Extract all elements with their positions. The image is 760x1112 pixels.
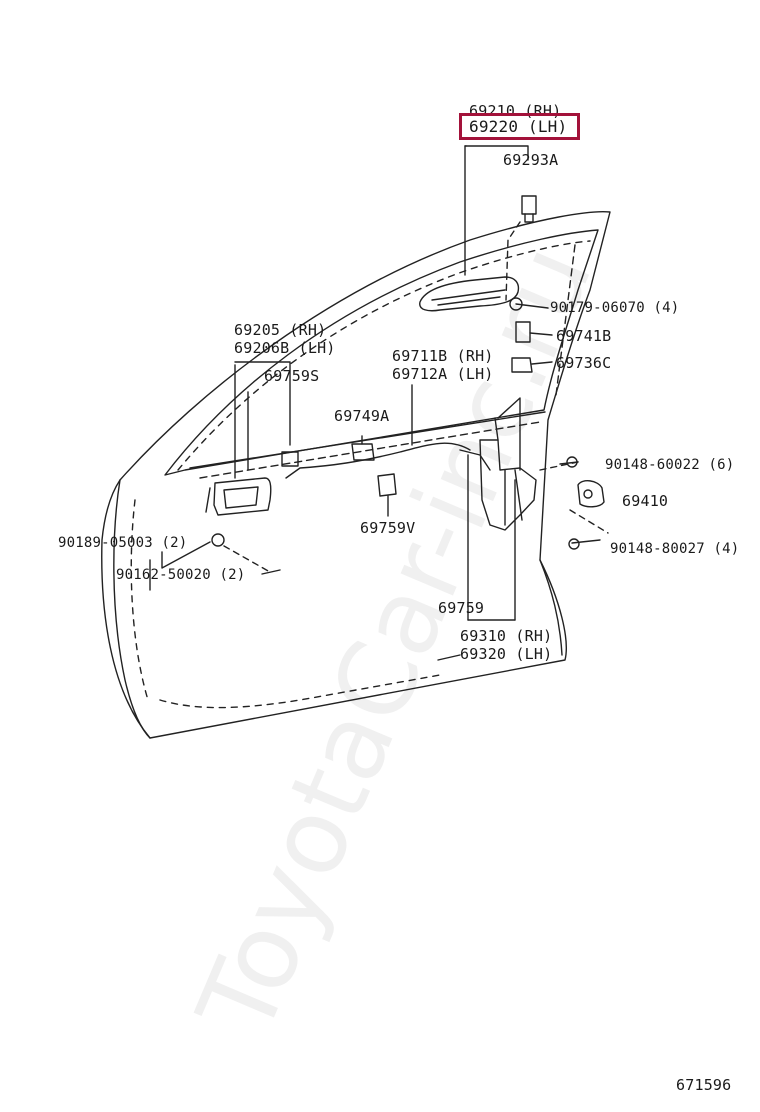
selected-part-highlight [459, 113, 580, 140]
part-label-69736c[interactable]: 69736C [556, 354, 612, 372]
inside-handle [213, 477, 272, 516]
outside-handle [419, 276, 520, 312]
lock-cable [285, 442, 471, 479]
part-label-69741b[interactable]: 69741B [556, 327, 612, 345]
part-label-69310-rh[interactable]: 69310 (RH) [460, 627, 553, 645]
door-lock-assembly [479, 439, 537, 531]
part-label-69759s[interactable]: 69759S [264, 367, 320, 385]
part-label-69293a[interactable]: 69293A [503, 151, 559, 169]
part-label-69749a[interactable]: 69749A [334, 407, 390, 425]
part-label-69759[interactable]: 69759 [438, 599, 485, 617]
part-label-90148-60022[interactable]: 90148-60022 (6) [605, 457, 735, 473]
door-outer-frame [101, 211, 611, 739]
part-label-90148-80027[interactable]: 90148-80027 (4) [610, 541, 740, 557]
part-label-69320-lh[interactable]: 69320 (LH) [460, 645, 553, 663]
striker [577, 480, 605, 508]
part-label-69205-rh[interactable]: 69205 (RH) [234, 321, 327, 339]
part-label-69711b-rh[interactable]: 69711B (RH) [392, 347, 494, 365]
part-label-69759v[interactable]: 69759V [360, 519, 416, 537]
part-label-90189-05003[interactable]: 90189-05003 (2) [58, 535, 188, 551]
part-label-69410[interactable]: 69410 [622, 492, 669, 510]
part-label-69220-lh[interactable]: 69220 (LH) [469, 117, 568, 136]
part-label-69712a-lh[interactable]: 69712A (LH) [392, 365, 494, 383]
window-frame [164, 229, 599, 476]
diagram-number: 671596 [676, 1076, 732, 1094]
part-label-69206b-lh[interactable]: 69206B (LH) [234, 339, 336, 357]
part-label-90179-06070[interactable]: 90179-06070 (4) [550, 300, 680, 316]
part-label-90162-50020[interactable]: 90162-50020 (2) [116, 567, 246, 583]
